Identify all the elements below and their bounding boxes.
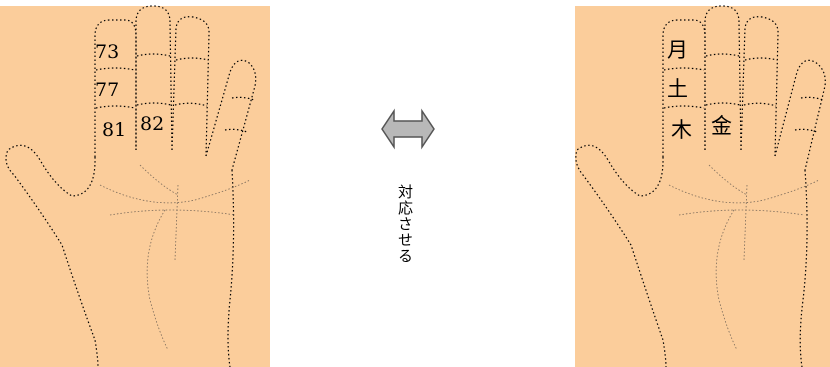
right-label-moon: 月 — [667, 38, 688, 62]
arrow-shape — [382, 111, 434, 147]
right-label-metal: 金 — [711, 114, 732, 138]
left-hand-panel: 73 77 81 82 — [0, 0, 270, 367]
right-hand-panel: 月 土 木 金 — [575, 0, 830, 367]
left-label-82: 82 — [140, 113, 164, 135]
left-label-77: 77 — [95, 79, 119, 101]
double-headed-arrow-icon — [380, 106, 436, 152]
left-hand-background — [0, 6, 270, 367]
right-label-wood: 木 — [671, 118, 692, 142]
right-label-earth: 土 — [667, 77, 688, 101]
correspondence-caption: 対応させる — [396, 184, 413, 264]
left-label-81: 81 — [102, 119, 126, 141]
right-hand-background — [575, 6, 830, 367]
left-label-73: 73 — [95, 41, 119, 63]
